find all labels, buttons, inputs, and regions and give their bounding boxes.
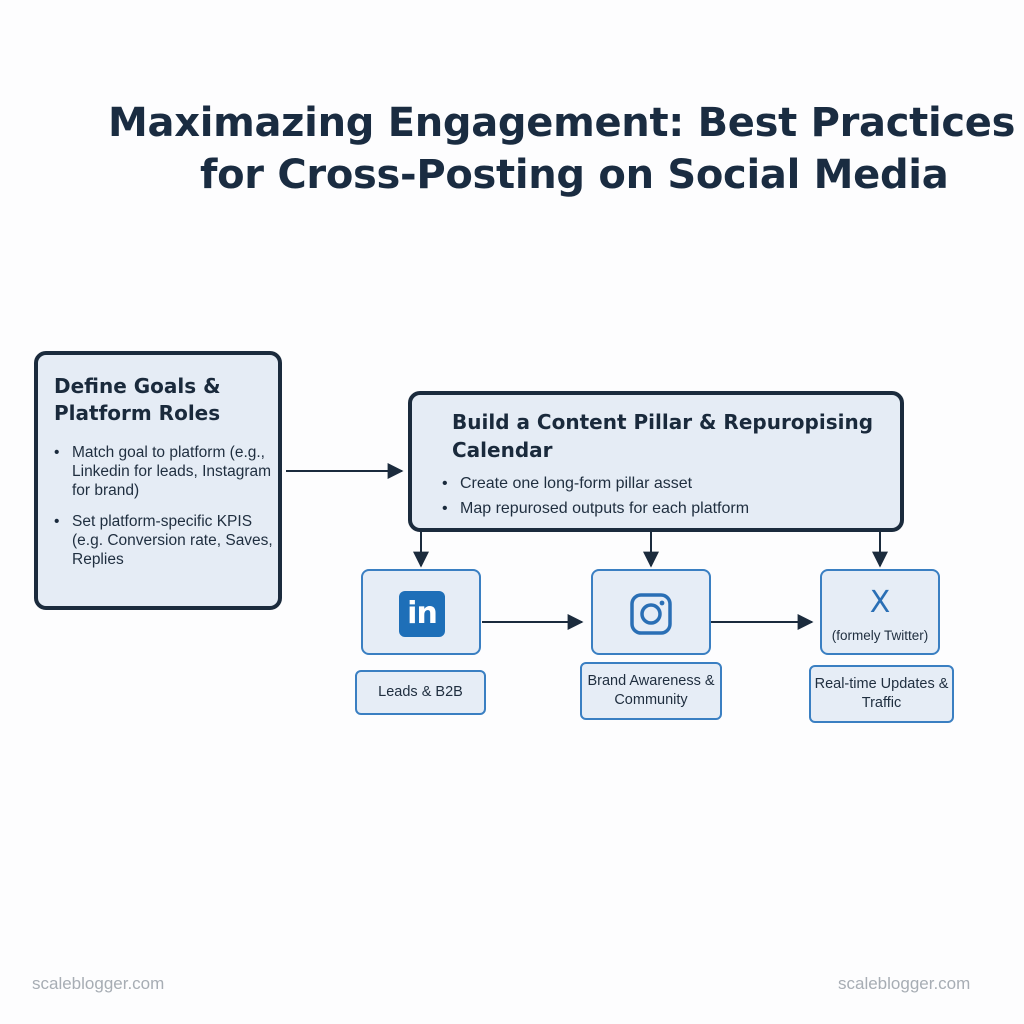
title-line-2: for Cross-Posting on Social Media: [200, 152, 949, 198]
x-label: Real-time Updates & Traffic: [809, 665, 954, 723]
pillar-bullet-1: Create one long-form pillar asset: [442, 471, 892, 496]
x-platform-box: X (formely Twitter): [820, 569, 940, 655]
instagram-platform-box: [591, 569, 711, 655]
pillar-bullet-2: Map repurosed outputs for each platform: [442, 496, 892, 521]
title-line-1: Maximazing Engagement: Best Practices: [108, 100, 1016, 146]
content-pillar-bullets: Create one long-form pillar asset Map re…: [442, 471, 892, 521]
goals-bullet-2: Set platform-specific KPIS (e.g. Convers…: [54, 512, 280, 569]
instagram-label: Brand Awareness & Community: [580, 662, 722, 720]
content-pillar-heading: Build a Content Pillar & Repuropising Ca…: [452, 410, 874, 462]
linkedin-platform-box: in: [361, 569, 481, 655]
content-pillar-box: Build a Content Pillar & Repuropising Ca…: [408, 391, 904, 532]
define-goals-box: Define Goals & Platform Roles Match goal…: [34, 351, 282, 610]
x-icon: X: [869, 585, 891, 620]
x-subtitle: (formely Twitter): [831, 628, 929, 643]
linkedin-label: Leads & B2B: [355, 670, 486, 715]
linkedin-icon: in: [399, 591, 445, 637]
goals-bullet-1: Match goal to platform (e.g., Linkedin f…: [54, 443, 280, 500]
footer-watermark-left: scaleblogger.com: [32, 974, 165, 993]
instagram-icon: [630, 593, 672, 635]
define-goals-heading: Define Goals & Platform Roles: [54, 374, 221, 425]
define-goals-bullets: Match goal to platform (e.g., Linkedin f…: [54, 443, 280, 581]
footer-watermark-right: scaleblogger.com: [838, 974, 971, 993]
